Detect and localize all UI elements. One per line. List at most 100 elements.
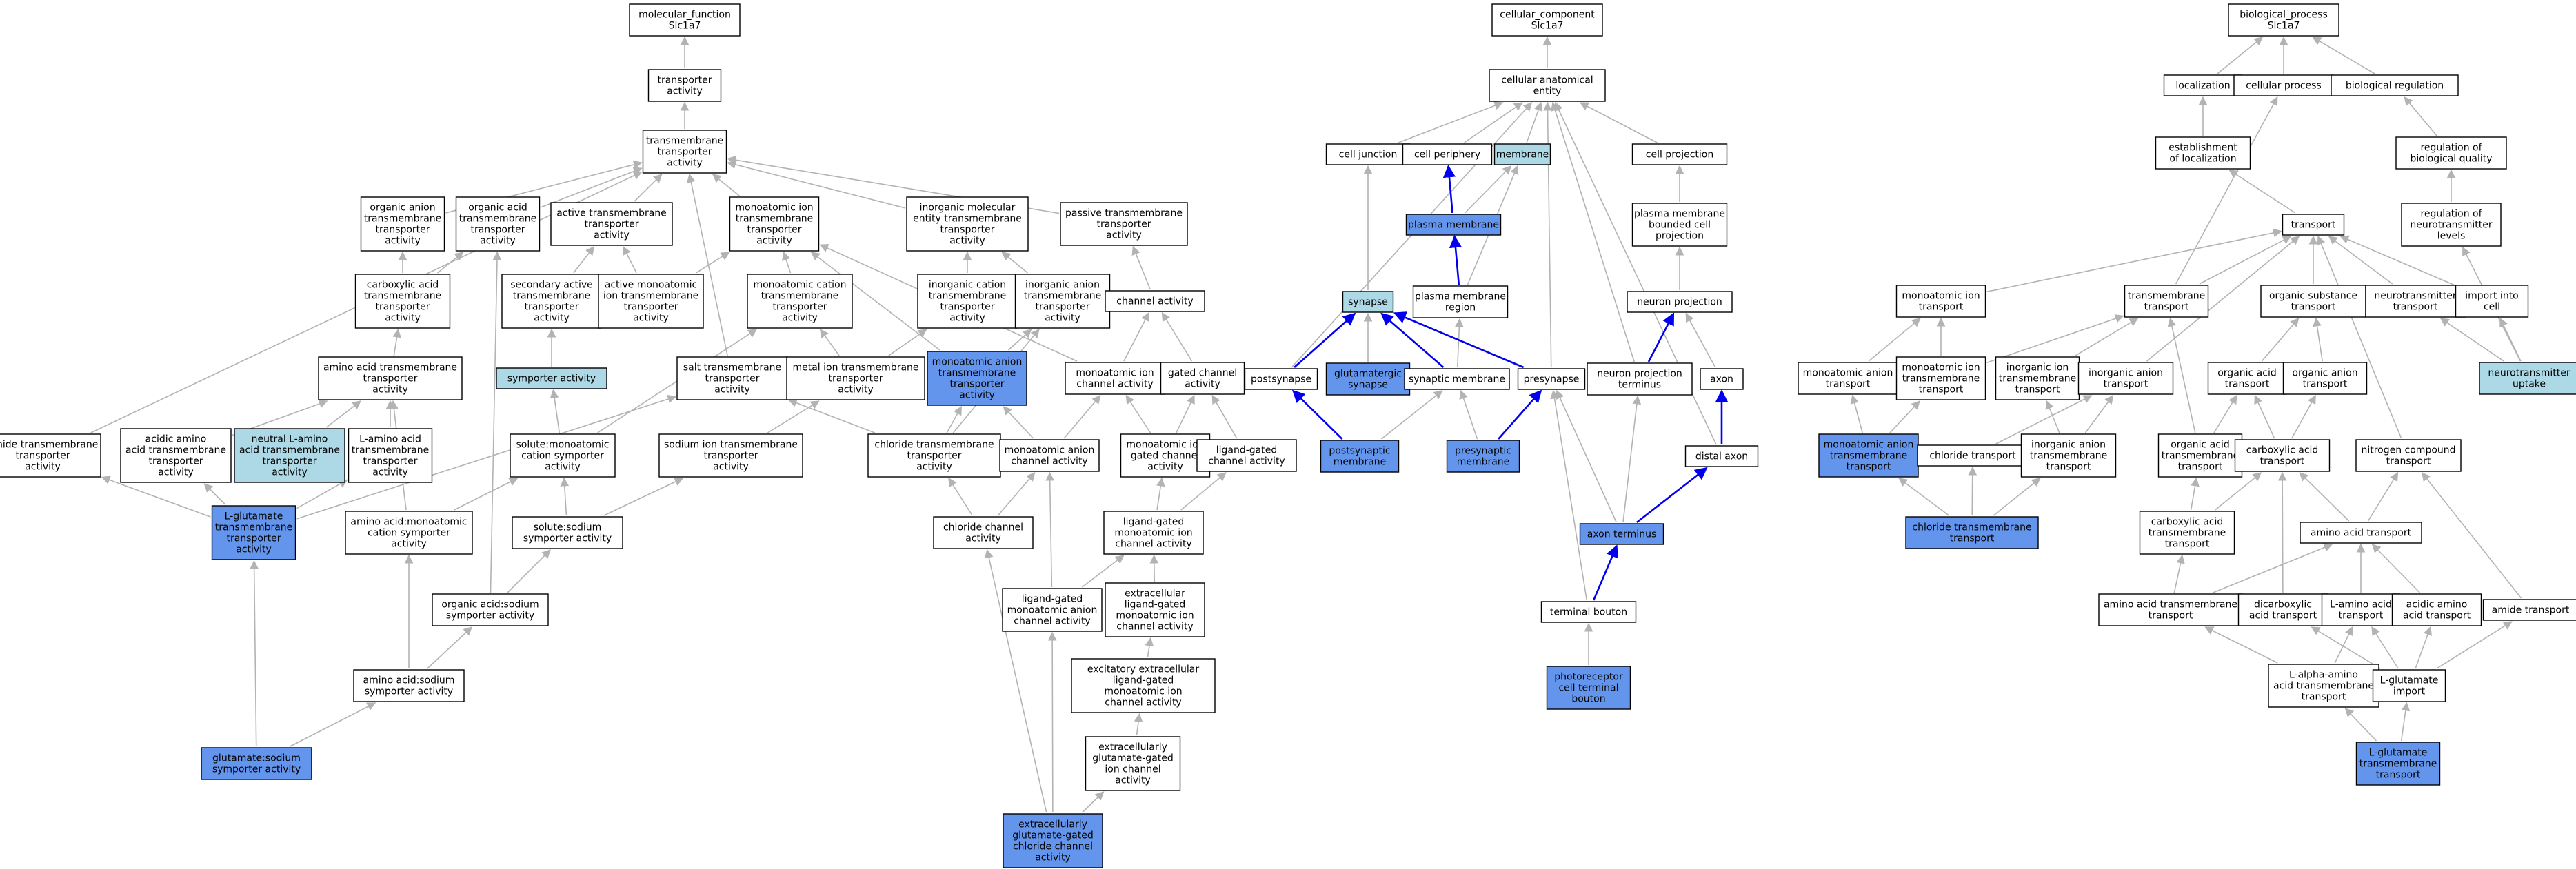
- go-term-node-cellproc[interactable]: cellular process: [2233, 74, 2334, 96]
- go-term-node-chloride[interactable]: chloride transmembranetransporteractivit…: [867, 433, 1001, 478]
- go-term-node-secactive[interactable]: secondary activetransmembranetransporter…: [501, 274, 602, 329]
- go-term-node-neuronproj[interactable]: neuron projection: [1627, 291, 1733, 313]
- go-term-node-bioreg[interactable]: biological regulation: [2331, 74, 2459, 96]
- go-term-node-projection[interactable]: cell projection: [1631, 143, 1728, 165]
- go-term-node-channel[interactable]: channel activity: [1105, 290, 1205, 312]
- go-term-node-localization[interactable]: localization: [2163, 74, 2243, 96]
- go-term-node-celljunc[interactable]: cell junction: [1325, 143, 1411, 165]
- go-term-node-laa[interactable]: L-amino acidtransmembranetransporteracti…: [348, 428, 433, 483]
- go-term-node-distalaxon[interactable]: distal axon: [1684, 445, 1759, 467]
- go-term-node-inorganion[interactable]: inorganic aniontransmembranetransportera…: [1014, 274, 1111, 329]
- go-term-node-axonterm[interactable]: axon terminus: [1579, 523, 1664, 545]
- go-term-node-metalion[interactable]: metal ion transmembranetransporteractivi…: [786, 356, 925, 400]
- go-term-node-oacid[interactable]: organic acidtransmembranetransporteracti…: [455, 196, 541, 252]
- go-term-node-monocation[interactable]: monoatomic cationtransmembranetransporte…: [747, 274, 853, 329]
- go-term-node-plasmamem[interactable]: plasma membrane: [1405, 214, 1502, 236]
- go-term-node-monoion[interactable]: monoatomic iontransmembranetransporterac…: [729, 196, 820, 252]
- go-term-node-sodium[interactable]: sodium ion transmembranetransporteractiv…: [658, 433, 803, 478]
- go-term-node-presynapse[interactable]: presynapse: [1517, 368, 1586, 390]
- go-term-node-carbox[interactable]: carboxylic acidtransmembranetransportera…: [354, 274, 451, 329]
- go-term-node-postsynapse[interactable]: postsynapse: [1244, 368, 1318, 390]
- go-term-node-symp[interactable]: symporter activity: [496, 367, 607, 389]
- go-term-node-inorgcation[interactable]: inorganic cationtransmembranetransporter…: [917, 274, 1018, 329]
- go-term-node-chlt[interactable]: chloride transport: [1917, 444, 2029, 467]
- go-term-node-membrane[interactable]: membrane: [1493, 143, 1551, 165]
- go-term-node-periph[interactable]: cell periphery: [1402, 143, 1493, 165]
- go-term-node-synapse[interactable]: synapse: [1342, 291, 1394, 313]
- go-term-node-synmem[interactable]: synaptic membrane: [1404, 368, 1510, 390]
- go-term-node-monoanion[interactable]: monoatomic aniontransmembranetransporter…: [927, 351, 1027, 406]
- go-term-node-termbouton[interactable]: terminal bouton: [1540, 601, 1637, 623]
- go-term-node-aata[interactable]: amino acid transmembranetransporteractiv…: [318, 356, 463, 400]
- go-term-node-lglut[interactable]: L-glutamatetransmembranetransporteractiv…: [211, 505, 296, 560]
- go-term-node-transport[interactable]: transport: [2282, 214, 2345, 236]
- go-term-node-amidet[interactable]: amide transport: [2482, 599, 2576, 621]
- go-term-node-aat[interactable]: amino acid transport: [2300, 522, 2422, 544]
